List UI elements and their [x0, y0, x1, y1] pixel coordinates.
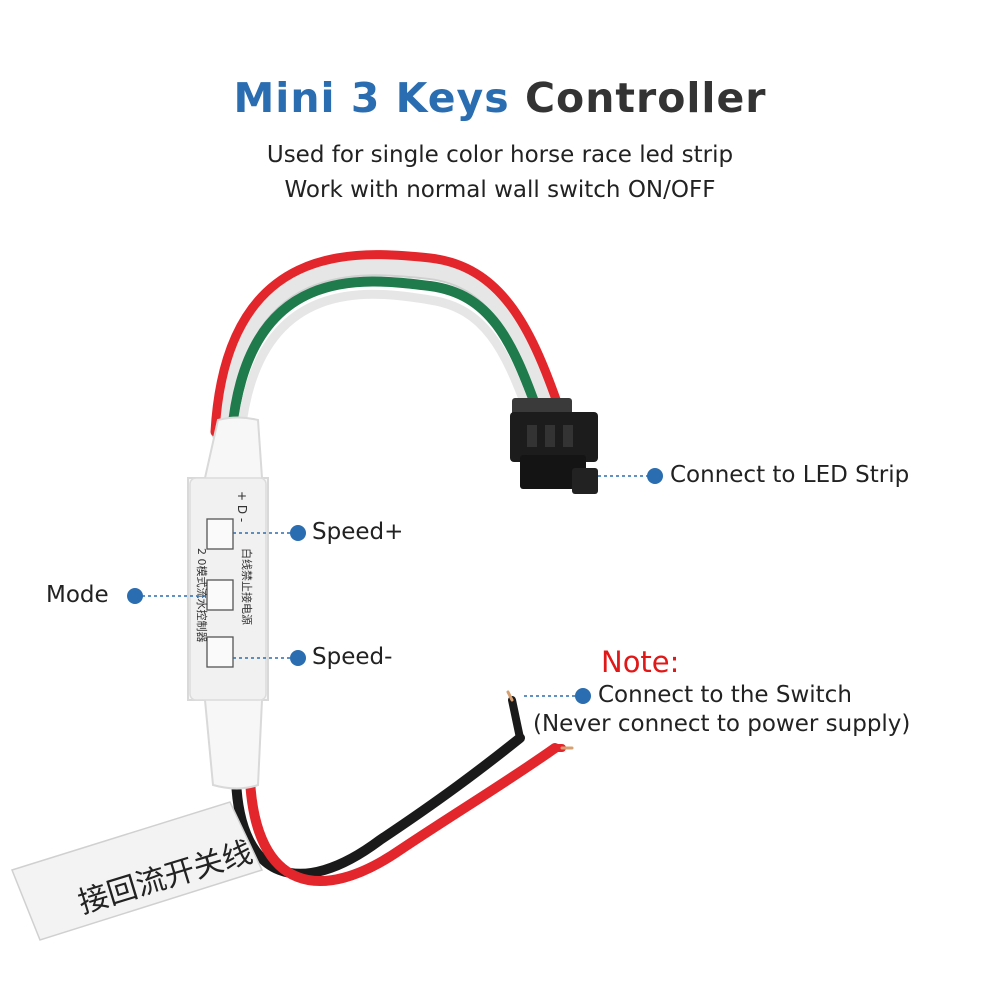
- wire-tag: 接回流开关线: [11, 801, 264, 941]
- speed-plus-key[interactable]: [206, 518, 234, 550]
- switch-label: Connect to the Switch: [598, 682, 852, 708]
- speed-minus-key[interactable]: [206, 636, 234, 668]
- mode-key[interactable]: [206, 579, 234, 611]
- device-warning-text: 白线禁止接电源: [240, 548, 254, 625]
- bottom-cable: [231, 690, 574, 886]
- speed-minus-dot: [290, 650, 306, 666]
- page-title: Mini 3 Keys Controller: [0, 74, 1000, 122]
- controller-body: + D - 白线禁止接电源 2 0模式流水控制器: [187, 416, 269, 790]
- switch-warning-label: (Never connect to power supply): [533, 711, 911, 737]
- led-connector: [510, 398, 598, 494]
- title-main: Controller: [524, 74, 767, 122]
- pin-labels: + D -: [235, 491, 249, 522]
- subtitle-line2: Work with normal wall switch ON/OFF: [284, 177, 716, 203]
- mode-dot: [127, 588, 143, 604]
- switch-dot: [575, 688, 591, 704]
- speed-plus-label: Speed+: [312, 519, 404, 545]
- callouts: [127, 468, 663, 704]
- speed-plus-dot: [290, 525, 306, 541]
- subtitle-line1: Used for single color horse race led str…: [266, 142, 734, 168]
- note-heading: Note:: [601, 645, 680, 679]
- led-strip-label: Connect to LED Strip: [670, 462, 910, 488]
- top-cable: [210, 250, 563, 442]
- title-accent: Mini 3 Keys: [233, 74, 510, 122]
- speed-minus-label: Speed-: [312, 644, 393, 670]
- mode-label: Mode: [46, 582, 109, 608]
- led-strip-dot: [647, 468, 663, 484]
